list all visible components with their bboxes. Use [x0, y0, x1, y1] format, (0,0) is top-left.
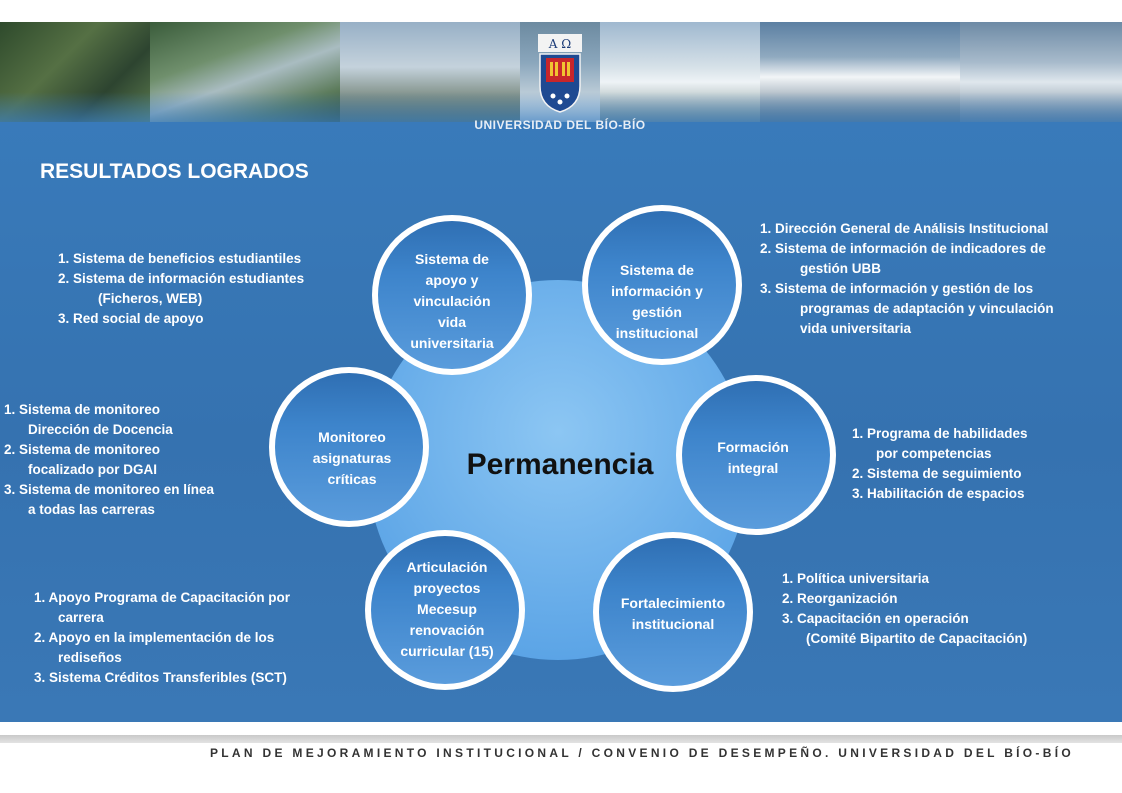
- note-line: (Ficheros, WEB): [98, 291, 203, 306]
- note-line: por competencias: [876, 446, 992, 461]
- node-informacion: [582, 205, 742, 365]
- note-line: 3. Sistema de monitoreo en línea: [4, 482, 215, 497]
- node-label-articulacion: Articulación proyectos Mecesup renovació…: [372, 557, 522, 662]
- node-label-line: Monitoreo: [318, 429, 386, 445]
- node-label-line: curricular (15): [400, 643, 494, 659]
- node-circle: [682, 381, 830, 529]
- note-line: 1. Apoyo Programa de Capacitación por: [34, 590, 291, 605]
- node-label-fortalecimiento: Fortalecimiento institucional: [593, 593, 753, 635]
- note-line: 2. Sistema de información estudiantes: [58, 271, 305, 286]
- footer: PLAN DE MEJORAMIENTO INSTITUCIONAL / CON…: [0, 722, 1122, 793]
- note-line: 3. Sistema Créditos Transferibles (SCT): [34, 670, 287, 685]
- node-circle: [275, 373, 423, 521]
- note-line: 3. Capacitación en operación: [782, 611, 969, 626]
- node-label-informacion: Sistema de información y gestión institu…: [587, 260, 727, 344]
- university-logo: A Ω UNIVERSIDAD DEL BÍO-BÍO: [460, 26, 660, 146]
- node-label-line: institucional: [631, 616, 715, 632]
- node-label-line: Sistema de: [415, 251, 489, 267]
- footer-text: PLAN DE MEJORAMIENTO INSTITUCIONAL / CON…: [210, 746, 1074, 760]
- note-line: a todas las carreras: [28, 502, 155, 517]
- node-label-line: Fortalecimiento: [620, 595, 726, 611]
- notes-formacion: 1. Programa de habilidades por competenc…: [852, 424, 1028, 504]
- node-label-line: universitaria: [410, 335, 494, 351]
- university-name: UNIVERSIDAD DEL BÍO-BÍO: [474, 118, 646, 132]
- note-line: 2. Sistema de monitoreo: [4, 442, 161, 457]
- node-circle: [378, 221, 526, 369]
- note-line: programas de adaptación y vinculación: [800, 301, 1054, 316]
- node-label-line: críticas: [327, 471, 377, 487]
- node-label-line: integral: [727, 460, 779, 476]
- node-label-line: gestión: [632, 304, 682, 320]
- center-label: Permanencia: [466, 448, 654, 481]
- notes-articulacion: 1. Apoyo Programa de Capacitación por ca…: [34, 588, 290, 688]
- note-line: carrera: [58, 610, 104, 625]
- node-label-line: proyectos: [413, 580, 481, 596]
- note-line: 3. Sistema de información y gestión de l…: [760, 281, 1034, 296]
- note-line: 1. Sistema de beneficios estudiantiles: [58, 251, 302, 266]
- page-title: RESULTADOS LOGRADOS: [40, 160, 309, 183]
- note-line: 1. Dirección General de Análisis Institu…: [760, 221, 1049, 236]
- note-line: 2. Sistema de información de indicadores…: [760, 241, 1046, 256]
- note-line: 3. Red social de apoyo: [58, 311, 204, 326]
- notes-fortalecimiento: 1. Política universitaria 2. Reorganizac…: [782, 569, 1027, 649]
- node-formacion: [676, 375, 836, 535]
- node-circle: [588, 211, 736, 359]
- note-line: focalizado por DGAI: [28, 462, 158, 477]
- node-label-apoyo: Sistema de apoyo y vinculación vida univ…: [382, 249, 522, 354]
- note-line: gestión UBB: [800, 261, 881, 276]
- note-line: 1. Programa de habilidades: [852, 426, 1028, 441]
- node-label-line: Sistema de: [620, 262, 694, 278]
- node-fortalecimiento: [593, 532, 753, 692]
- node-apoyo: [372, 215, 532, 375]
- node-label-formacion: Formación integral: [683, 437, 823, 479]
- crest-letters: A Ω: [548, 37, 571, 51]
- node-label-line: vida: [437, 314, 466, 330]
- node-label-line: apoyo y: [425, 272, 479, 288]
- node-label-monitoreo: Monitoreo asignaturas críticas: [282, 427, 422, 490]
- notes-apoyo: 1. Sistema de beneficios estudiantiles 2…: [58, 249, 304, 329]
- note-line: 3. Habilitación de espacios: [852, 486, 1025, 501]
- node-group: [269, 205, 836, 692]
- node-monitoreo: [269, 367, 429, 527]
- note-line: 2. Sistema de seguimiento: [852, 466, 1022, 481]
- note-line: (Comité Bipartito de Capacitación): [806, 631, 1028, 646]
- node-label-line: Articulación: [406, 559, 488, 575]
- notes-informacion: 1. Dirección General de Análisis Institu…: [760, 219, 1054, 339]
- university-crest-icon: A Ω: [538, 34, 582, 113]
- note-line: 2. Reorganización: [782, 591, 898, 606]
- node-label-line: vinculación: [413, 293, 491, 309]
- footer-divider: [0, 735, 1122, 743]
- note-line: 1. Sistema de monitoreo: [4, 402, 161, 417]
- note-line: Dirección de Docencia: [28, 422, 173, 437]
- note-line: rediseños: [58, 650, 122, 665]
- node-label-line: Formación: [717, 439, 789, 455]
- node-label-line: asignaturas: [312, 450, 392, 466]
- node-label-line: renovación: [409, 622, 485, 638]
- note-line: 2. Apoyo en la implementación de los: [34, 630, 275, 645]
- node-label-line: Mecesup: [417, 601, 477, 617]
- node-label-line: información y: [611, 283, 703, 299]
- node-circle: [599, 538, 747, 686]
- node-articulacion: [365, 530, 525, 690]
- notes-monitoreo: 1. Sistema de monitoreo Dirección de Doc…: [4, 400, 214, 520]
- note-line: vida universitaria: [800, 321, 912, 336]
- node-label-line: institucional: [615, 325, 699, 341]
- note-line: 1. Política universitaria: [782, 571, 930, 586]
- node-circle: [371, 536, 519, 684]
